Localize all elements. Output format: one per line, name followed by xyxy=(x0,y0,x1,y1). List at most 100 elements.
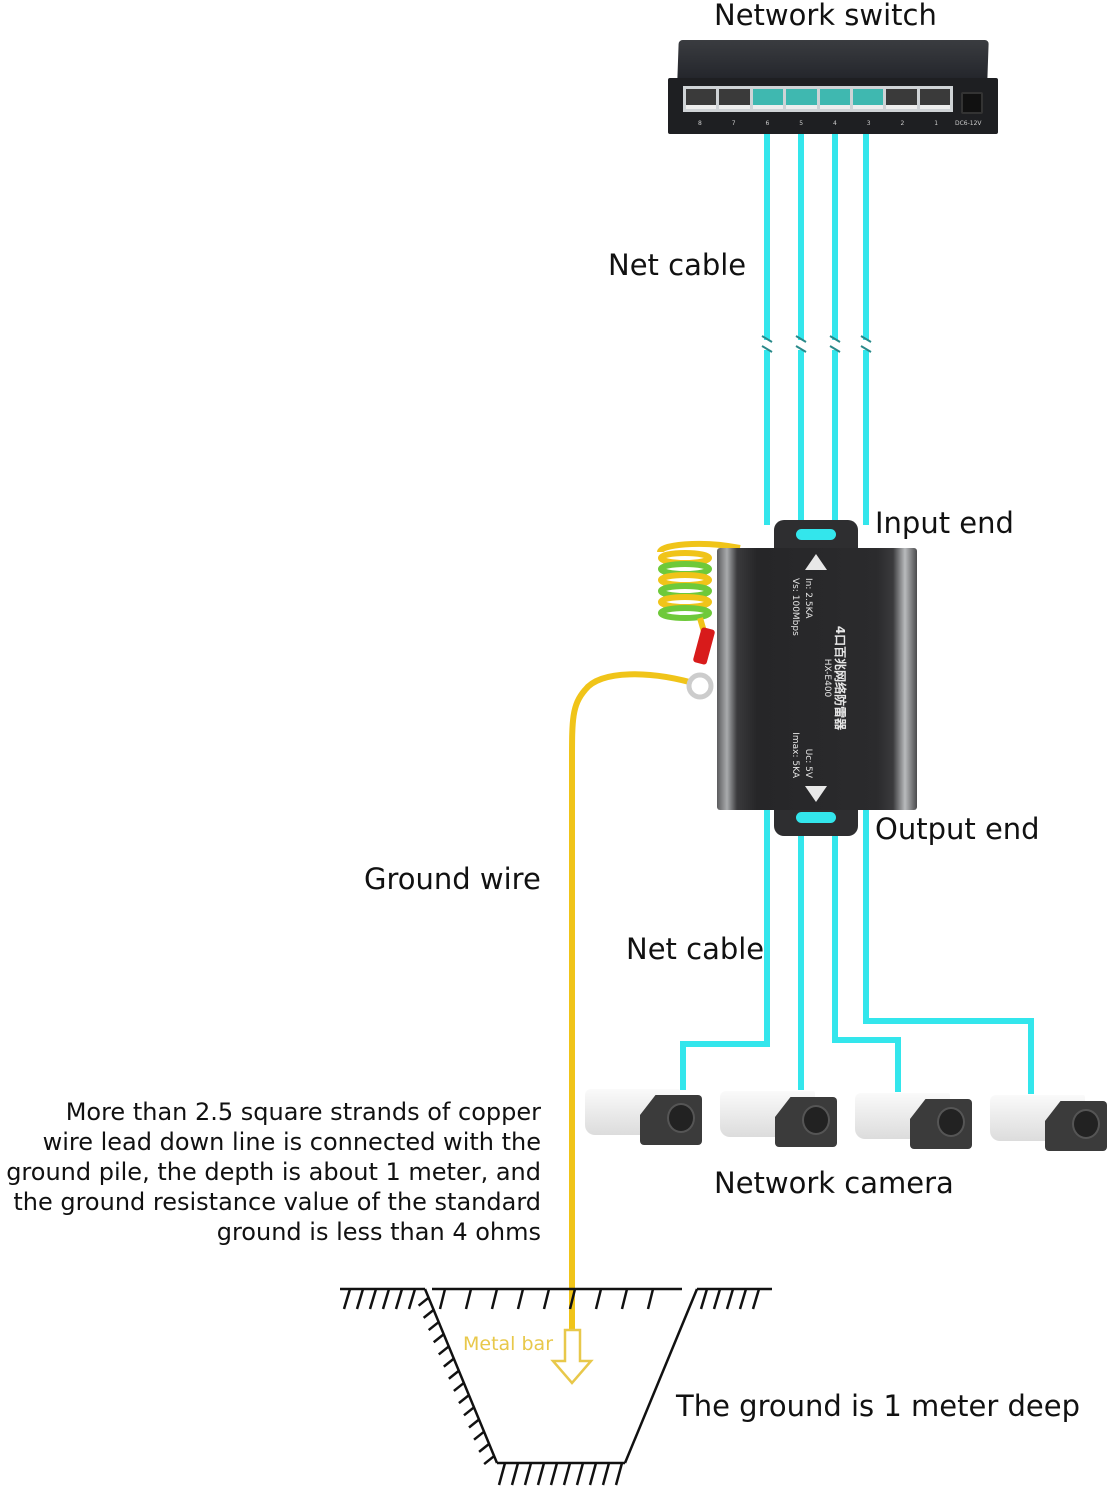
note-line: the ground resistance value of the stand… xyxy=(13,1188,541,1216)
hatch-mark xyxy=(464,1288,473,1310)
coiled-ground-lead xyxy=(657,540,741,636)
switch-port xyxy=(686,89,717,109)
hatch-mark xyxy=(516,1288,525,1310)
port-number: 6 xyxy=(765,120,770,127)
label-ground-depth: The ground is 1 meter deep xyxy=(676,1389,1080,1423)
hatch-mark xyxy=(542,1288,551,1310)
hatch-mark xyxy=(473,1430,485,1441)
protector-title: 4口百兆网络防雷器 xyxy=(833,625,847,731)
hatch-mark xyxy=(448,1369,460,1380)
hatch-mark xyxy=(712,1288,722,1310)
surge-protector: 4口百兆网络防雷器 HX-E400 In: 2.5KA Uc: 5V Vs: 1… xyxy=(717,520,917,836)
ring-terminal-sleeve xyxy=(693,627,715,665)
label-metal-bar: Metal bar xyxy=(463,1333,554,1355)
switch-port xyxy=(852,89,884,109)
hatch-mark xyxy=(620,1288,629,1310)
hatch-mark xyxy=(562,1462,572,1486)
switch-port xyxy=(819,89,850,109)
camera-lens-icon xyxy=(667,1103,695,1133)
net-cables-bottom xyxy=(680,810,1034,1094)
switch-port xyxy=(719,89,750,109)
hatch-mark xyxy=(437,1345,450,1356)
hatch-mark xyxy=(463,1406,475,1417)
hatch-mark xyxy=(458,1394,470,1405)
hatch-mark xyxy=(422,1308,435,1319)
input-arrow-icon xyxy=(805,554,827,570)
port-number: 4 xyxy=(832,120,837,127)
hatch-mark xyxy=(601,1462,611,1486)
note-line: More than 2.5 square strands of copper xyxy=(65,1098,541,1126)
hatch-mark xyxy=(568,1288,577,1310)
network-camera xyxy=(855,1089,980,1151)
hatch-mark xyxy=(490,1288,499,1310)
note-line: ground pile, the depth is about 1 meter,… xyxy=(6,1158,541,1186)
ground-hatching xyxy=(342,1288,761,1486)
hatch-mark xyxy=(438,1288,447,1310)
hatch-mark xyxy=(510,1462,520,1486)
switch-port-row xyxy=(683,86,953,112)
hatch-mark xyxy=(646,1288,655,1310)
label-ground-wire: Ground wire xyxy=(364,862,541,896)
power-jack-icon xyxy=(961,92,983,114)
hatch-mark xyxy=(432,1333,445,1344)
hatch-mark xyxy=(381,1288,391,1310)
spec-vs: Vs: 100Mbps xyxy=(790,578,800,636)
hatch-mark xyxy=(453,1381,465,1392)
label-net-cable-bottom: Net cable xyxy=(626,932,765,966)
hatch-mark xyxy=(443,1357,455,1368)
hatch-mark xyxy=(725,1288,735,1310)
label-network-camera: Network camera xyxy=(714,1166,954,1200)
hatch-mark xyxy=(594,1288,603,1310)
switch-port xyxy=(752,89,784,109)
hatch-mark xyxy=(427,1321,440,1332)
network-camera xyxy=(990,1091,1115,1153)
switch-port xyxy=(886,89,917,109)
hatch-mark xyxy=(588,1462,598,1486)
hatch-mark xyxy=(497,1462,507,1486)
note-line: wire lead down line is connected with th… xyxy=(42,1128,541,1156)
hatch-mark xyxy=(407,1288,417,1310)
camera-lens-icon xyxy=(802,1105,830,1135)
note-line: ground is less than 4 ohms xyxy=(216,1218,541,1246)
hatch-mark xyxy=(549,1462,559,1486)
port-number: 7 xyxy=(731,120,736,127)
hatch-mark xyxy=(394,1288,404,1310)
output-arrow-icon xyxy=(805,786,827,802)
switch-port xyxy=(786,89,817,109)
hatch-mark xyxy=(751,1288,761,1310)
camera-lens-icon xyxy=(937,1107,965,1137)
net-cables-top xyxy=(764,128,869,525)
metal-bar-arrow xyxy=(550,1328,594,1385)
port-number: 1 xyxy=(934,120,939,127)
ground-wire xyxy=(569,671,701,1330)
label-output-end: Output end xyxy=(875,812,1040,846)
hatch-mark xyxy=(368,1288,378,1310)
label-network-switch: Network switch xyxy=(714,0,937,32)
spec-imax: Imax: 5KA xyxy=(790,732,800,778)
hatch-mark xyxy=(575,1462,585,1486)
camera-row xyxy=(585,1085,1119,1155)
hatch-mark xyxy=(478,1442,490,1453)
hatch-mark xyxy=(468,1418,480,1429)
hatch-mark xyxy=(523,1462,533,1486)
port-number: 5 xyxy=(799,120,804,127)
protector-label-panel: 4口百兆网络防雷器 HX-E400 In: 2.5KA Uc: 5V Vs: 1… xyxy=(788,578,847,778)
power-label: DC6-12V xyxy=(955,120,982,127)
spec-in: In: 2.5KA xyxy=(803,578,813,619)
hatch-mark xyxy=(417,1296,430,1307)
spec-uc: Uc: 5V xyxy=(803,748,813,778)
port-number: 8 xyxy=(697,120,702,127)
network-camera xyxy=(585,1085,710,1147)
switch-port xyxy=(919,89,950,109)
cable-break-marks xyxy=(761,335,872,353)
hatch-mark xyxy=(614,1462,624,1486)
ring-terminal xyxy=(686,672,714,700)
label-input-end: Input end xyxy=(875,506,1014,540)
hatch-mark xyxy=(355,1288,365,1310)
hatch-mark xyxy=(699,1288,709,1310)
port-number: 2 xyxy=(900,120,905,127)
